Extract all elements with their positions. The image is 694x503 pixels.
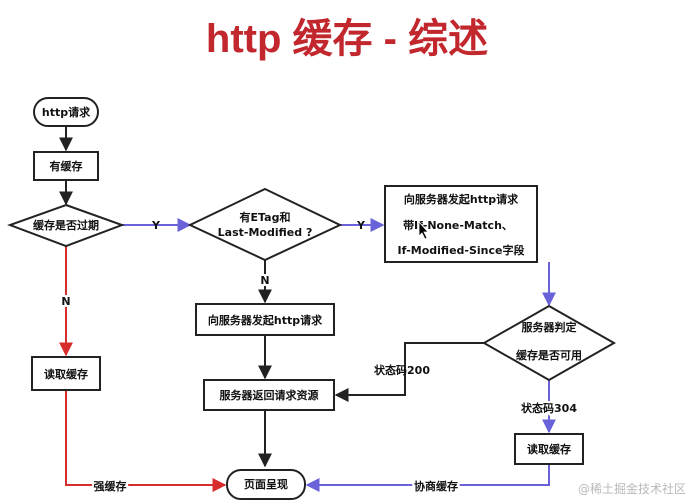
node-read-cache-left-label: 读取缓存 xyxy=(44,367,88,381)
node-conditional-request-label-2: 带If-None-Match、 xyxy=(403,218,513,232)
edge-label-no-2: N xyxy=(260,274,269,287)
node-etag-question-label-2: Last-Modified ? xyxy=(218,226,313,239)
node-page-render: 页面呈现 xyxy=(226,469,306,500)
node-cache-expired-label: 缓存是否过期 xyxy=(33,218,99,232)
edge-label-status-304: 状态码304 xyxy=(521,401,577,415)
edge-label-no-1: N xyxy=(61,295,70,308)
edge-label-negotiated-cache: 协商缓存 xyxy=(414,479,458,493)
node-server-return: 服务器返回请求资源 xyxy=(203,379,335,411)
node-send-request-label: 向服务器发起http请求 xyxy=(208,313,323,327)
node-cache-expired: 缓存是否过期 xyxy=(7,203,125,248)
watermark: @稀土掘金技术社区 xyxy=(577,482,686,496)
node-has-cache-label: 有缓存 xyxy=(50,159,83,173)
node-server-judge-label-1: 服务器判定 xyxy=(522,320,577,334)
node-server-judge-label-2: 缓存是否可用 xyxy=(516,348,582,362)
edge-negotiated-cache xyxy=(305,464,550,492)
edge-label-yes-1: Y xyxy=(151,219,161,232)
edge-label-yes-2: Y xyxy=(356,219,366,232)
node-conditional-request-label-1: 向服务器发起http请求 xyxy=(404,192,519,206)
page-title: http 缓存 - 综述 xyxy=(205,17,489,61)
node-server-return-label: 服务器返回请求资源 xyxy=(220,388,319,402)
mouse-cursor-icon xyxy=(418,220,429,240)
node-etag-question-label-1: 有ETag和 xyxy=(240,210,291,224)
node-read-cache-right: 读取缓存 xyxy=(514,433,584,465)
node-etag-question: 有ETag和 Last-Modified ? xyxy=(187,187,343,262)
node-has-cache: 有缓存 xyxy=(33,151,99,181)
edge-strong-cache xyxy=(65,390,227,492)
edge-label-strong-cache: 强缓存 xyxy=(94,479,127,493)
node-send-request: 向服务器发起http请求 xyxy=(195,303,335,336)
node-conditional-request-label-3: If-Modified-Since字段 xyxy=(398,243,525,257)
node-http-request-label: http请求 xyxy=(42,105,91,119)
node-conditional-request: 向服务器发起http请求 带If-None-Match、 If-Modified… xyxy=(384,185,538,263)
node-http-request: http请求 xyxy=(33,97,99,127)
edge-label-status-200: 状态码200 xyxy=(374,363,430,377)
edge-status-200 xyxy=(334,342,484,402)
node-server-judge: 服务器判定 缓存是否可用 xyxy=(481,304,617,382)
node-read-cache-right-label: 读取缓存 xyxy=(527,442,571,456)
node-read-cache-left: 读取缓存 xyxy=(31,356,101,391)
node-page-render-label: 页面呈现 xyxy=(244,478,288,491)
